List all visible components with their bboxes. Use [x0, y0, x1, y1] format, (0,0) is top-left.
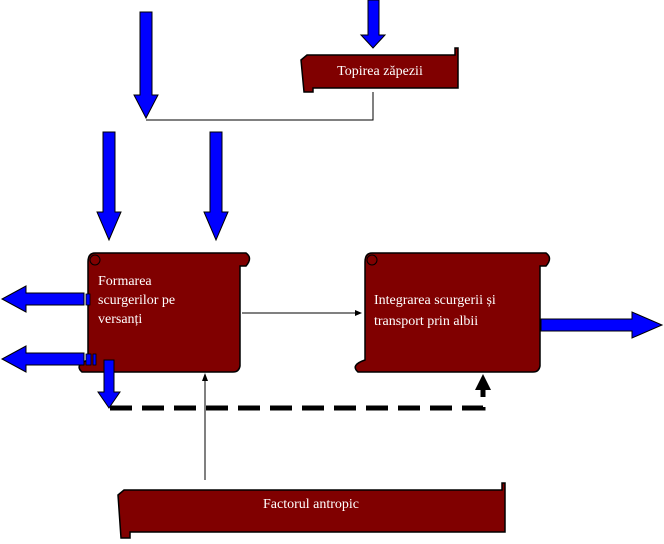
- anthropic-box: Factorul antropic: [117, 482, 506, 539]
- snowmelt-label: Topirea zăpezii: [337, 64, 423, 79]
- output-arrow-right: [540, 311, 664, 339]
- flow-arrowhead: [355, 310, 362, 316]
- connector-line: [146, 92, 374, 121]
- integration-label-1: Integrarea scurgerii și: [374, 293, 496, 308]
- slope-runoff-label-1: Formarea: [98, 274, 152, 289]
- slope-runoff-box: Formarea scurgerilor pe versanți: [78, 252, 251, 373]
- slope-runoff-label-3: versanți: [98, 312, 142, 327]
- anthropic-arrowhead: [202, 373, 208, 381]
- runoff-down-arrow: [97, 359, 121, 409]
- feedback-arrowhead: [475, 374, 491, 390]
- input-arrow-2: [203, 131, 229, 242]
- input-arrow-snowmelt: [359, 0, 387, 49]
- slope-runoff-label-2: scurgerilor pe: [98, 293, 175, 308]
- integration-label-2: transport prin albii: [374, 314, 478, 329]
- anthropic-label: Factorul antropic: [263, 497, 359, 512]
- integration-box: Integrarea scurgerii și transport prin a…: [354, 252, 551, 373]
- output-arrow-left-1: [0, 285, 85, 313]
- input-arrow-top-left: [133, 11, 159, 120]
- input-arrow-1: [96, 131, 122, 242]
- snowmelt-box: Topirea zăpezii: [300, 47, 459, 93]
- dashed-feedback-line: [110, 388, 486, 411]
- output-arrow-left-2: [0, 345, 85, 373]
